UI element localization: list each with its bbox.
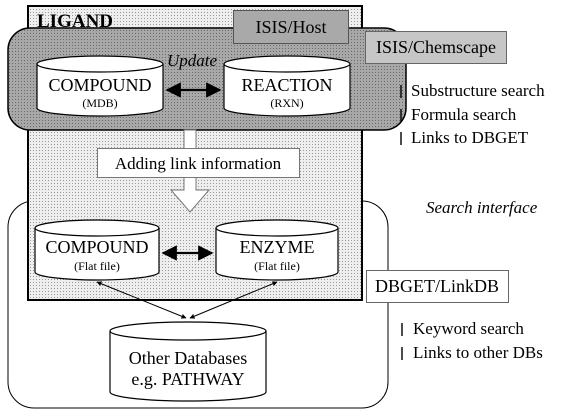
other-db-line1: Other Databases [128, 348, 248, 368]
compound-flat-name: COMPOUND [45, 237, 149, 257]
compound-mdb-cylinder [36, 55, 164, 117]
enzyme-otherdb-arrow [189, 281, 278, 319]
isis-host-label-box [233, 10, 349, 44]
other-db-cylinder [109, 321, 267, 402]
compound-flat-cylinder [34, 219, 160, 281]
isis-host-label: ISIS/Host [255, 17, 327, 37]
isis-chemscape-box [365, 31, 507, 64]
search-interface-label: Search interface [426, 198, 538, 217]
adding-link-box [97, 148, 300, 178]
dbget-linkdb-box [366, 270, 509, 303]
enzyme-flat-sub: (Flat file) [254, 259, 300, 273]
reaction-rxn-sub: (RXN) [270, 96, 304, 110]
compound-mdb-name: COMPOUND [48, 75, 152, 95]
dbget-feature-2: Links to other DBs [413, 343, 543, 362]
chemscape-feature-2: Formula search [411, 105, 517, 124]
bullet-bars [400, 85, 403, 360]
adding-link-label: Adding link information [114, 154, 282, 173]
compound-flat-sub: (Flat file) [74, 259, 120, 273]
reaction-rxn-cylinder [223, 55, 351, 117]
ligand-title: LIGAND [37, 11, 114, 32]
other-db-line2: e.g. PATHWAY [131, 369, 245, 389]
update-label: Update [166, 51, 218, 70]
chemscape-feature-3: Links to DBGET [411, 128, 529, 147]
enzyme-flat-name: ENZYME [239, 237, 315, 257]
dbget-linkdb-label: DBGET/LinkDB [375, 276, 499, 296]
dbget-feature-1: Keyword search [413, 319, 524, 338]
reaction-rxn-name: REACTION [241, 75, 333, 95]
compound-mdb-sub: (MDB) [82, 96, 118, 110]
isis-chemscape-label: ISIS/Chemscape [376, 37, 496, 57]
compound-otherdb-arrow [96, 281, 187, 319]
chemscape-feature-1: Substructure search [411, 81, 545, 100]
enzyme-flat-cylinder [215, 219, 339, 281]
